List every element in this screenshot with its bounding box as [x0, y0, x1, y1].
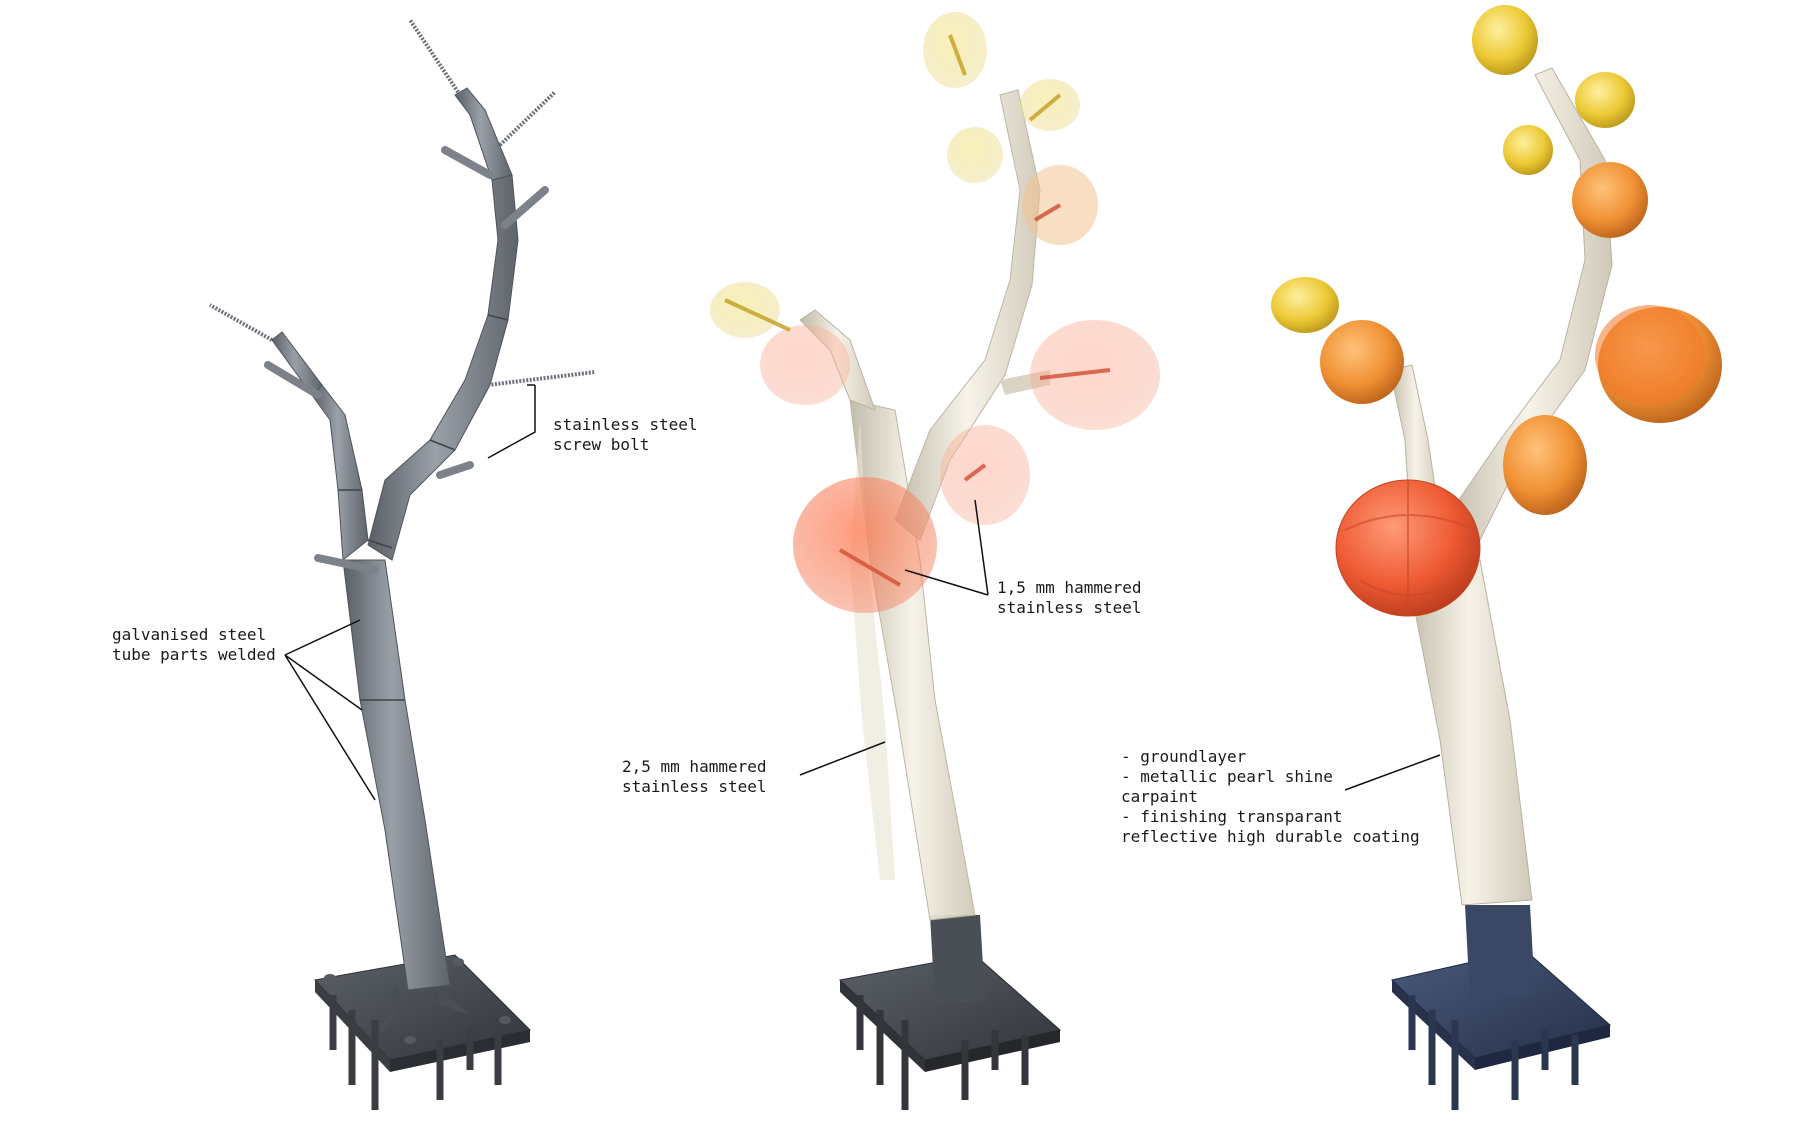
galvanised-line-1: galvanised steel [112, 625, 267, 644]
steel-right-branch [367, 174, 519, 561]
hammered-15-line-1: 1,5 mm hammered [997, 578, 1142, 597]
dark-base-plate [838, 915, 1062, 1110]
hammered-steel-tree [710, 12, 1160, 1110]
hammered-15-line-2: stainless steel [997, 598, 1142, 617]
steel-frame-tree [209, 18, 596, 1110]
steel-trunk [342, 559, 451, 991]
screw-bolt-line-1: stainless steel [553, 415, 698, 434]
finish-line-1: - groundlayer [1121, 747, 1247, 766]
finish-line-2: - metallic pearl shine [1121, 767, 1333, 786]
hammered-25-line-2: stainless steel [622, 777, 767, 796]
finish-line-3: carpaint [1121, 787, 1199, 806]
galvanised-line-2: tube parts welded [112, 645, 276, 664]
finish-line-4: - finishing transparant [1121, 807, 1343, 826]
leader-lines [284, 384, 1441, 801]
screw-bolt-rods [209, 18, 596, 387]
steel-base-plate [314, 954, 532, 1110]
coated-trunk [1404, 559, 1533, 906]
blue-base-plate [1390, 905, 1612, 1110]
screw-bolt-line-2: screw bolt [553, 435, 650, 454]
hammered-25-line-1: 2,5 mm hammered [622, 757, 767, 776]
finished-tree [1271, 5, 1722, 1110]
steel-left-branch [311, 384, 369, 561]
transparent-fruits [710, 12, 1160, 613]
coated-fruits [1271, 5, 1722, 617]
finish-line-5: reflective high durable coating [1121, 827, 1420, 846]
